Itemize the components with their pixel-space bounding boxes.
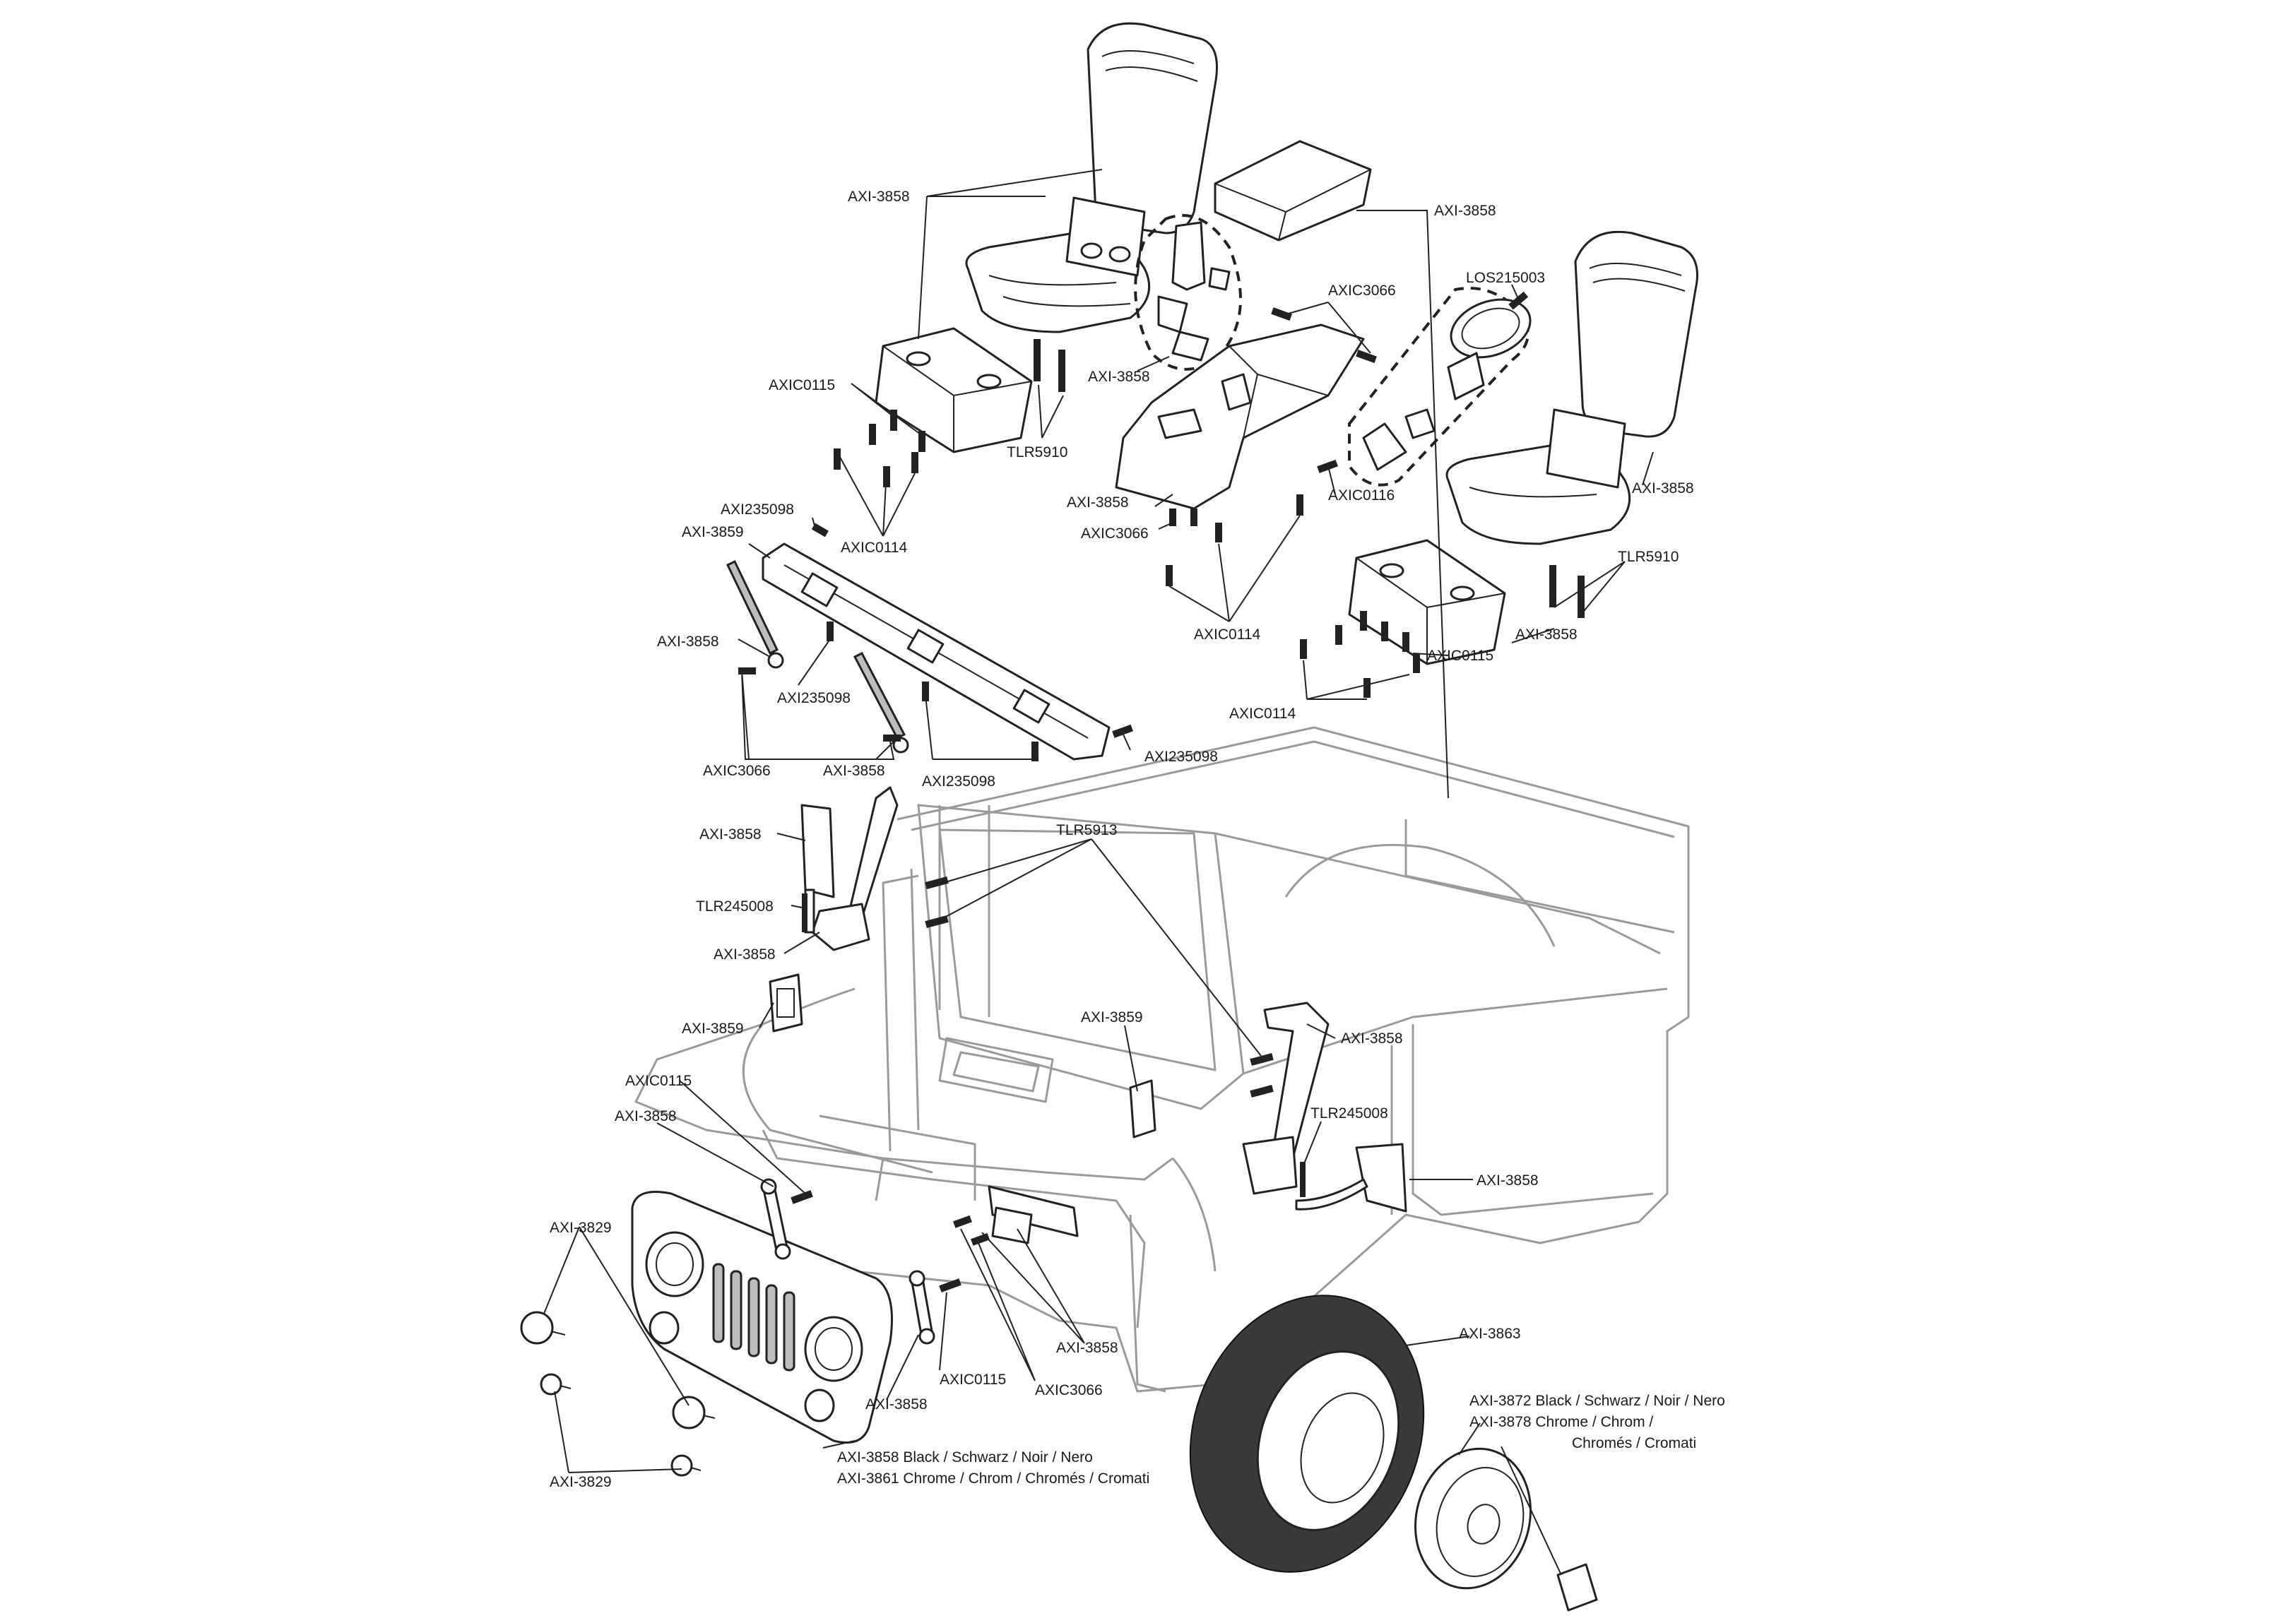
wiper-right bbox=[853, 651, 909, 754]
part-labels: AXI-3858 AXI-3858 AXI-3858 AXIC3066 LOS2… bbox=[550, 189, 1725, 1490]
label-tlr5913: TLR5913 bbox=[1056, 822, 1117, 838]
label-axi235098-low: AXI235098 bbox=[922, 773, 995, 790]
label-axic0114-left: AXIC0114 bbox=[841, 540, 907, 556]
label-console: AXI-3858 bbox=[1067, 494, 1129, 511]
label-axi3859-bar: AXI-3859 bbox=[682, 524, 744, 540]
label-axi3859-hinge-left: AXI-3859 bbox=[682, 1021, 744, 1037]
label-axic3066-console-top: AXIC3066 bbox=[1328, 283, 1396, 299]
windshield-frame-bar bbox=[762, 542, 1111, 761]
leader-lines bbox=[543, 169, 1654, 1576]
label-axic3066-bottom: AXIC3066 bbox=[1035, 1382, 1103, 1398]
label-axi235098-mid: AXI235098 bbox=[777, 690, 851, 706]
label-tlr5910-left: TLR5910 bbox=[1007, 444, 1067, 460]
label-axi235098-top: AXI235098 bbox=[721, 501, 794, 518]
label-axi3829-bottom: AXI-3829 bbox=[550, 1474, 612, 1490]
label-axic3066-wiper: AXIC3066 bbox=[703, 763, 771, 779]
hood-latch-right bbox=[909, 1270, 935, 1345]
label-latch-right: AXI-3858 bbox=[865, 1396, 928, 1413]
label-axi235098-right: AXI235098 bbox=[1144, 749, 1218, 765]
label-axic0115-seat-left: AXIC0115 bbox=[769, 377, 835, 393]
seat-base-right bbox=[1348, 539, 1506, 665]
label-armrest-lid: AXI-3858 bbox=[1434, 203, 1496, 219]
label-axi3872: AXI-3872 Black / Schwarz / Noir / Nero bbox=[1469, 1393, 1725, 1409]
mirror-left-assembly bbox=[800, 786, 899, 951]
front-grille bbox=[631, 1191, 893, 1444]
label-axic0114-right: AXIC0114 bbox=[1229, 706, 1296, 722]
hinge-bracket bbox=[988, 1185, 1079, 1244]
shifter-assembly bbox=[1134, 214, 1242, 371]
label-axic3066-console-bottom: AXIC3066 bbox=[1081, 525, 1149, 542]
tire bbox=[1189, 1295, 1425, 1573]
label-axic0115-hood: AXIC0115 bbox=[625, 1073, 692, 1089]
label-mirror-right: AXI-3858 bbox=[1477, 1172, 1539, 1189]
center-console bbox=[1115, 323, 1365, 510]
label-mirror-left: AXI-3858 bbox=[699, 826, 762, 843]
label-axi3878-line1: AXI-3878 Chrome / Chrom / bbox=[1469, 1414, 1653, 1430]
armrest-lid bbox=[1214, 140, 1372, 242]
steering-wheel-assembly bbox=[1348, 287, 1532, 487]
label-tlr245008-right: TLR245008 bbox=[1310, 1105, 1388, 1122]
headlight-lenses bbox=[520, 1311, 716, 1477]
label-wiper-right: AXI-3858 bbox=[823, 763, 885, 779]
label-axi3829-top: AXI-3829 bbox=[550, 1220, 612, 1236]
label-hinge-bracket: AXI-3858 bbox=[1056, 1340, 1118, 1356]
seat-right bbox=[1445, 230, 1698, 545]
label-axi3878-line2: Chromés / Cromati bbox=[1572, 1435, 1696, 1451]
label-tlr5910-right: TLR5910 bbox=[1618, 549, 1679, 565]
label-wiper-left: AXI-3858 bbox=[657, 634, 719, 650]
label-axi3863: AXI-3863 bbox=[1459, 1326, 1521, 1342]
label-mirror-arm-right: AXI-3858 bbox=[1341, 1030, 1403, 1047]
label-axic0116: AXIC0116 bbox=[1328, 487, 1395, 504]
label-axic0115-bottom: AXIC0115 bbox=[940, 1372, 1006, 1388]
label-axi3859-hinge-right: AXI-3859 bbox=[1081, 1009, 1143, 1025]
mirror-right-assembly bbox=[1242, 1001, 1407, 1213]
wheel-rim bbox=[1414, 1447, 1598, 1612]
label-seat-base-right: AXI-3858 bbox=[1515, 626, 1578, 643]
hinge-right bbox=[1129, 1079, 1156, 1139]
label-seat-left: AXI-3858 bbox=[848, 189, 910, 205]
label-los215003: LOS215003 bbox=[1466, 270, 1545, 286]
label-grille-chrome: AXI-3861 Chrome / Chrom / Chromés / Crom… bbox=[837, 1470, 1149, 1487]
label-tlr245008-left: TLR245008 bbox=[696, 898, 774, 915]
hinge-left bbox=[769, 973, 803, 1033]
grille-slots bbox=[712, 1263, 795, 1372]
label-grille-black: AXI-3858 Black / Schwarz / Noir / Nero bbox=[837, 1449, 1093, 1466]
label-hood-latch: AXI-3858 bbox=[615, 1108, 677, 1124]
label-axic0115-right: AXIC0115 bbox=[1427, 648, 1493, 664]
label-shifter: AXI-3858 bbox=[1088, 369, 1150, 385]
seat-left bbox=[965, 22, 1218, 333]
label-axic0114-console: AXIC0114 bbox=[1194, 626, 1260, 643]
label-mirror-bracket-left: AXI-3858 bbox=[714, 946, 776, 963]
label-seat-right: AXI-3858 bbox=[1632, 480, 1694, 497]
seat-base-left bbox=[875, 327, 1033, 453]
wiper-left bbox=[726, 559, 784, 669]
